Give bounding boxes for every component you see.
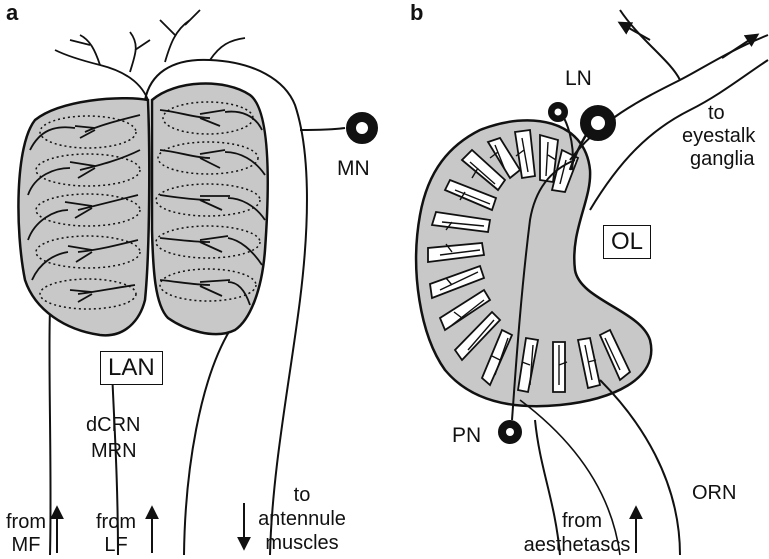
- tract-upper-branch: [620, 10, 680, 80]
- panel-a-letter: a: [6, 2, 18, 24]
- to-eyestalk-line1: to: [708, 102, 725, 124]
- from-mf-line2: MF: [6, 534, 46, 556]
- to-eyestalk-line3: ganglia: [690, 148, 755, 170]
- panel-b-diagram: [416, 10, 768, 555]
- panel-b-letter: b: [410, 2, 423, 24]
- to-eyestalk-line2: eyestalk: [682, 125, 755, 147]
- mn-label: MN: [337, 158, 370, 180]
- ln-label: LN: [565, 68, 592, 90]
- to-muscles-line3: muscles: [252, 532, 352, 554]
- dcrn-label: dCRN: [86, 414, 140, 436]
- panel-a-diagram: [18, 10, 377, 555]
- ol-label: OL: [603, 225, 651, 259]
- from-lf-line1: from: [96, 511, 136, 533]
- mn-axon: [300, 128, 345, 130]
- to-eyestalk-arrow-right: [722, 35, 757, 58]
- to-muscles-line1: to: [252, 484, 352, 506]
- from-lf-line2: LF: [96, 534, 136, 556]
- from-aesthetascs-line1: from: [532, 510, 632, 532]
- from-mf-line1: from: [6, 511, 46, 533]
- mrn-label: MRN: [91, 440, 137, 462]
- lan-stem-center-right: [184, 330, 230, 555]
- orn-label: ORN: [692, 482, 736, 504]
- lan-label: LAN: [100, 351, 163, 385]
- from-aesthetascs-line2: aesthetascs: [522, 534, 632, 556]
- pn-label: PN: [452, 425, 481, 447]
- to-muscles-line2: antennule: [252, 508, 352, 530]
- lan-left-lobe: [18, 98, 149, 335]
- to-eyestalk-arrow-left: [620, 23, 650, 40]
